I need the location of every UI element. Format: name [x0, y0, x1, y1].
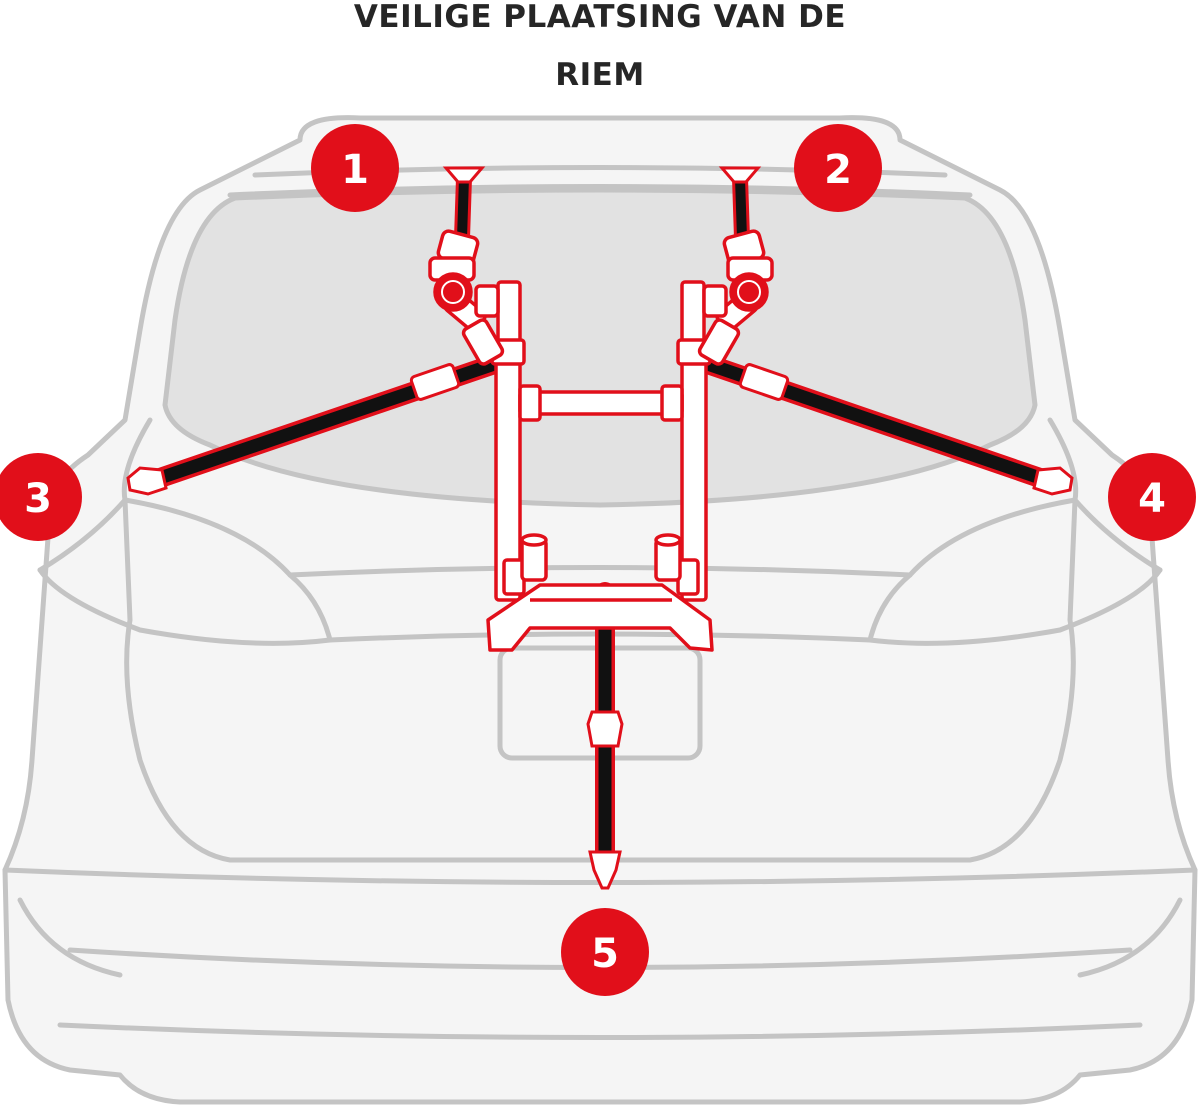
strap-5: [586, 582, 624, 890]
strap-3: [126, 348, 522, 496]
marker-1: 1: [311, 124, 399, 212]
diagram-title-line-1: VEILIGE PLAATSING VAN DE: [353, 0, 847, 35]
marker-4-label: 4: [1138, 476, 1166, 522]
rack-cross-bar: [518, 390, 684, 416]
marker-3-label: 3: [24, 476, 52, 522]
rack-right-hook-assembly: [697, 229, 774, 366]
rack-left-hook-assembly: [428, 229, 505, 366]
diagram-title: VEILIGE PLAATSING VAN DE RIEM: [0, 0, 1200, 93]
strap-5-hook: [588, 850, 622, 890]
right-tail-light-inner: [1072, 497, 1163, 573]
strap-4-buckle: [738, 363, 790, 401]
strap-1: [442, 166, 486, 246]
marker-5-label: 5: [591, 931, 619, 977]
rear-window: [162, 187, 1038, 508]
strap-3-hook: [126, 466, 168, 496]
diagram-title-line-2: RIEM: [555, 57, 645, 93]
marker-1-label: 1: [341, 147, 369, 193]
marker-5: 5: [561, 908, 649, 996]
bike-rack: [428, 229, 774, 652]
straps: [126, 166, 1074, 890]
strap-4: [680, 348, 1074, 496]
bumper-lower-line: [57, 1022, 1143, 1040]
rack-cross-bar-right-clamp: [660, 384, 684, 422]
left-reflector: [17, 897, 123, 978]
strap-1-hook: [442, 166, 486, 184]
marker-2: 2: [794, 124, 882, 212]
number-markers: 1 2 3 4 5: [0, 124, 1196, 996]
strap-2: [718, 166, 762, 246]
marker-2-label: 2: [824, 147, 852, 193]
strap-4-hook: [1032, 466, 1074, 496]
strap-3-buckle: [409, 363, 461, 401]
right-reflector: [1077, 897, 1183, 978]
marker-3: 3: [0, 453, 82, 541]
trunk-panel-line: [287, 565, 913, 578]
rack-cross-bar-left-clamp: [518, 384, 542, 422]
marker-4: 4: [1108, 453, 1196, 541]
strap-5-buckle: [586, 710, 624, 748]
strap-2-hook: [718, 166, 762, 184]
left-tail-light-inner: [37, 497, 128, 573]
